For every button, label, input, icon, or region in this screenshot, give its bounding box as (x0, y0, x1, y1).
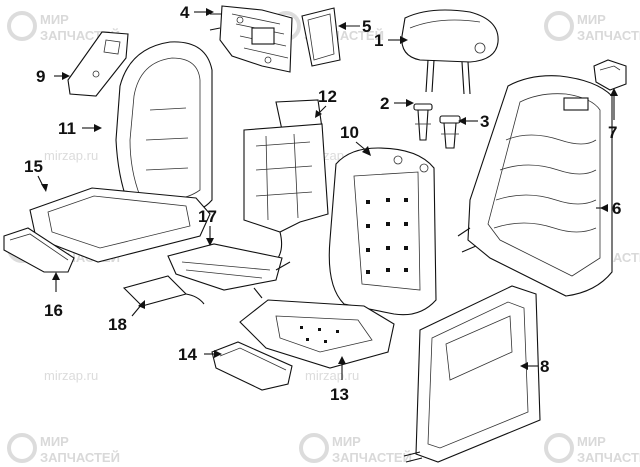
part-headrest (401, 9, 499, 95)
callout-11: 11 (58, 119, 76, 138)
part-lumbar-mechanism (209, 5, 293, 73)
callout-9: 9 (36, 67, 45, 86)
part-seatback-frame (457, 75, 613, 297)
callout-8: 8 (540, 357, 549, 376)
part-cushion-extension (211, 341, 293, 391)
callout-labels: 4 5 1 2 3 6 7 8 9 10 11 12 13 14 15 16 1… (24, 3, 621, 404)
watermark-url: mirzap.ru (44, 368, 98, 383)
part-side-bolster (67, 31, 129, 97)
part-seat-cushion-foam (239, 299, 395, 369)
watermark-brand-bottom: ЗАПЧАСТЕЙ (332, 450, 412, 465)
callout-17: 17 (198, 207, 217, 226)
part-backrest-heater-mat (243, 99, 329, 259)
callout-6: 6 (612, 199, 621, 218)
watermark-logo: МИР ЗАПЧАСТЕЙ (7, 433, 120, 465)
callout-15: 15 (24, 157, 43, 176)
part-seat-heater-mat (167, 243, 291, 299)
part-backrest-foam (328, 147, 437, 316)
callout-2: 2 (380, 94, 389, 113)
watermark-brand-top: МИР (40, 434, 69, 449)
watermark-url: mirzap.ru (305, 368, 359, 383)
callout-1: 1 (374, 31, 383, 50)
part-rear-back-panel (403, 285, 541, 463)
watermark-brand-top: МИР (577, 434, 606, 449)
callout-5: 5 (362, 17, 371, 36)
part-seatback-cover (115, 41, 213, 213)
watermark-brand-top: МИР (40, 12, 69, 27)
part-headrest-guide-right (439, 115, 461, 149)
callout-12: 12 (318, 87, 337, 106)
watermark-url: mirzap.ru (44, 148, 98, 163)
callout-16: 16 (44, 301, 63, 320)
callout-18: 18 (108, 315, 127, 334)
watermark-brand-bottom: ЗАПЧАСТЕЙ (577, 28, 640, 43)
part-upper-trim-clip (593, 59, 627, 91)
watermark-logo: МИР ЗАПЧАСТЕЙ (544, 433, 640, 465)
watermark-brand-top: МИР (577, 12, 606, 27)
callout-7: 7 (608, 123, 617, 142)
part-frame-bracket (301, 7, 341, 67)
watermark-brand-bottom: ЗАПЧАСТЕЙ (40, 450, 120, 465)
leader-lines (37, 8, 618, 380)
callout-4: 4 (180, 3, 190, 22)
part-occupancy-sensor (122, 275, 205, 307)
callout-13: 13 (330, 385, 349, 404)
part-headrest-guide-left (413, 103, 433, 141)
watermark-logo: МИР ЗАПЧАСТЕЙ (299, 433, 412, 465)
part-front-cushion-pad (3, 227, 75, 273)
callout-14: 14 (178, 345, 197, 364)
watermark-brand-bottom: ЗАПЧАСТЕЙ (577, 450, 640, 465)
callout-3: 3 (480, 112, 489, 131)
watermark-brand-top: МИР (332, 434, 361, 449)
watermark-logo: МИР ЗАПЧАСТЕЙ (544, 11, 640, 43)
callout-10: 10 (340, 123, 359, 142)
